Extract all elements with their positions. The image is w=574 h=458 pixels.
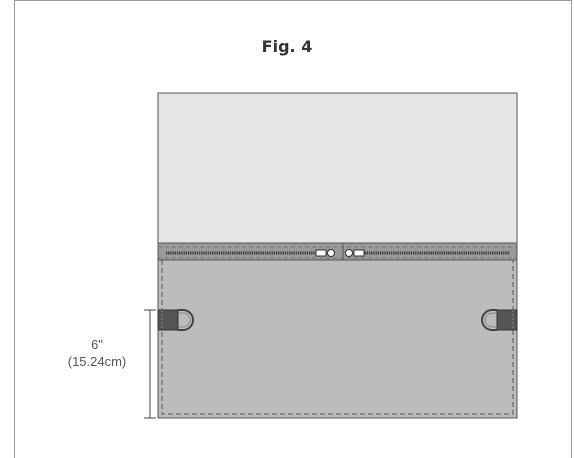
dimension-inches: 6" (91, 337, 103, 352)
zipper (157, 242, 518, 261)
figure-title: Fig. 4 (261, 37, 313, 56)
zipper-pull-icon (345, 249, 365, 257)
d-ring-icon (178, 309, 194, 331)
figure-frame (14, 0, 572, 458)
dimension-line (144, 309, 156, 419)
stitch-line (161, 260, 514, 415)
zipper-pull-icon (315, 249, 335, 257)
right-strap-tab (496, 309, 518, 331)
left-strap-tab (157, 309, 179, 331)
upper-panel (157, 92, 518, 244)
lower-panel (157, 242, 518, 419)
dimension-centimeters: (15.24cm) (67, 354, 127, 369)
d-ring-icon (481, 309, 497, 331)
